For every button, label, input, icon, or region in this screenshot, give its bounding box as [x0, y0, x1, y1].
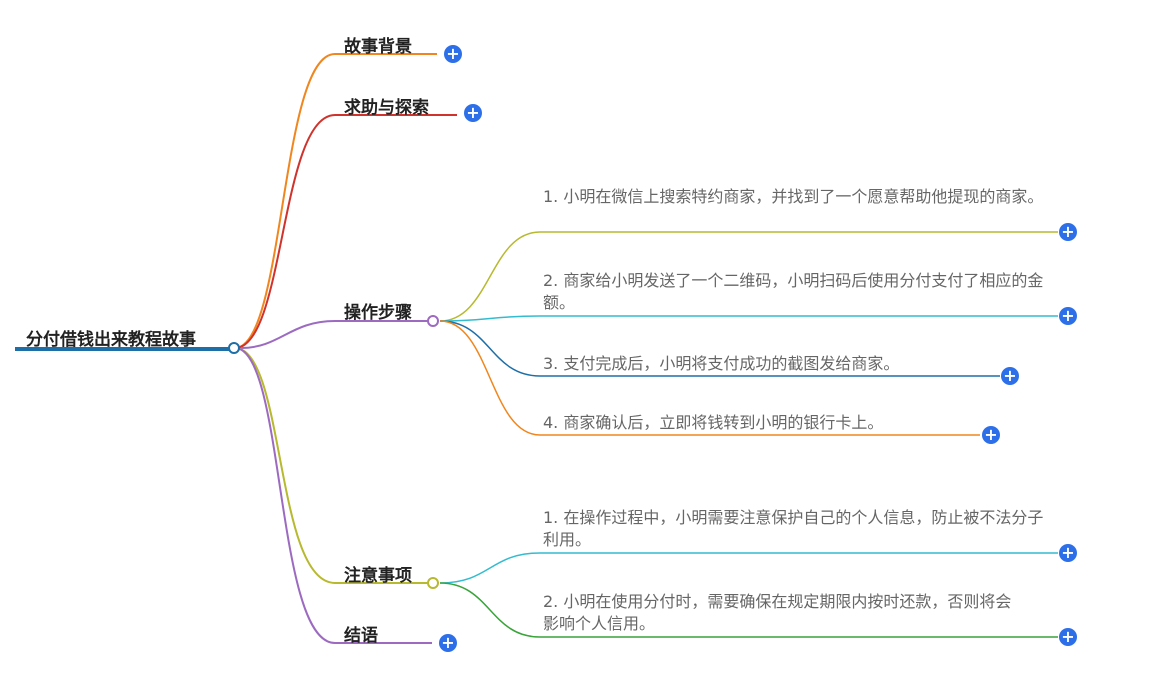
branch-help[interactable]: 求助与探索 [344, 98, 429, 118]
root-collapse-toggle[interactable] [228, 342, 240, 354]
branch-steps[interactable]: 操作步骤 [344, 303, 412, 323]
expand-step-3-plus-icon[interactable]: + [1001, 367, 1019, 385]
expand-step-1-plus-icon[interactable]: + [1059, 223, 1077, 241]
expand-note-1-plus-icon[interactable]: + [1059, 544, 1077, 562]
note-item-2[interactable]: 2. 小明在使用分付时，需要确保在规定期限内按时还款，否则将会影响个人信用。 [543, 592, 1012, 633]
root-topic[interactable]: 分付借钱出来教程故事 [26, 330, 196, 350]
steps-collapse-toggle[interactable] [427, 315, 439, 327]
expand-note-2-plus-icon[interactable]: + [1059, 628, 1077, 646]
connector-note-1 [439, 552, 1058, 584]
step-item-4[interactable]: 4. 商家确认后，立即将钱转到小明的银行卡上。 [543, 413, 884, 432]
connector-step-2 [439, 315, 1058, 322]
step-item-2[interactable]: 2. 商家给小明发送了一个二维码，小明扫码后使用分付支付了相应的金额。 [543, 271, 1044, 312]
expand-step-2-plus-icon[interactable]: + [1059, 307, 1077, 325]
notes-collapse-toggle[interactable] [427, 577, 439, 589]
connector-step-4 [439, 320, 980, 436]
connector-note-2 [439, 582, 1058, 638]
branch-conclusion[interactable]: 结语 [344, 626, 378, 646]
branch-notes[interactable]: 注意事项 [344, 566, 412, 586]
note-item-1[interactable]: 1. 在操作过程中，小明需要注意保护自己的个人信息，防止被不法分子利用。 [543, 508, 1044, 549]
expand-conclusion-plus-icon[interactable]: + [439, 634, 457, 652]
connector-step-1 [439, 231, 1058, 322]
connector-steps [240, 320, 428, 349]
expand-step-4-plus-icon[interactable]: + [982, 426, 1000, 444]
step-item-3[interactable]: 3. 支付完成后，小明将支付成功的截图发给商家。 [543, 354, 900, 373]
connector-notes [234, 347, 428, 584]
connector-background [234, 53, 437, 349]
connector-step-3 [439, 320, 1000, 377]
expand-help-plus-icon[interactable]: + [464, 104, 482, 122]
connector-conclusion [234, 347, 432, 644]
branch-background[interactable]: 故事背景 [344, 37, 412, 57]
step-item-1[interactable]: 1. 小明在微信上搜索特约商家，并找到了一个愿意帮助他提现的商家。 [543, 187, 1044, 206]
connector-help [234, 114, 457, 349]
expand-background-plus-icon[interactable]: + [444, 45, 462, 63]
